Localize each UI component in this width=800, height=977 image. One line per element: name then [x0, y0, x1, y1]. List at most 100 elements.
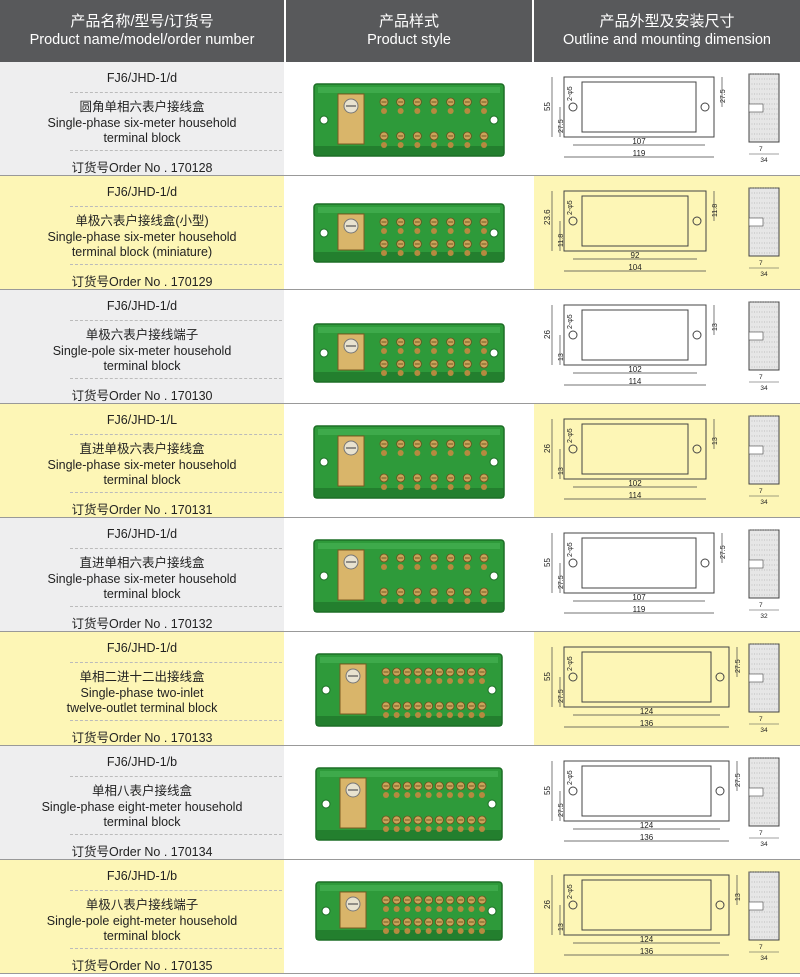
terminal-block-photo [313, 323, 505, 383]
side-view-drawing: 734 [748, 73, 780, 164]
dim-half-right-label: 27.5 [735, 659, 742, 673]
product-name-cn: 单极六表户接线盒(小型) [75, 214, 209, 228]
side-dim-b-label: 34 [760, 499, 768, 506]
product-image-cell [286, 746, 532, 860]
product-info-cell: FJ6/JHD-1/d 单极六表户接线盒(小型)Single-phase six-… [0, 176, 284, 290]
side-view-drawing: 734 [748, 415, 780, 506]
row-divider [70, 720, 282, 721]
dim-half-right-label: 27.5 [720, 545, 727, 559]
product-photo [313, 323, 505, 383]
side-view-drawing: 734 [748, 871, 780, 962]
product-name-en-line2: terminal block [103, 929, 181, 943]
product-model: FJ6/JHD-1/L [106, 413, 178, 427]
dim-height-label: 23.6 [543, 209, 552, 225]
dim-half-label: 11.8 [558, 234, 565, 247]
dim-hole-label: 2-φ5 [567, 542, 574, 557]
dim-half-label: 27.5 [558, 119, 565, 133]
side-dim-b-label: 32 [760, 613, 768, 620]
product-photo [315, 767, 503, 841]
side-dim-b-label: 34 [760, 955, 768, 962]
dim-inner-width-label: 124 [640, 821, 654, 830]
product-name-en-line1: Single-phase six-meter household [47, 115, 237, 130]
row-divider [70, 606, 282, 607]
product-photo [315, 881, 503, 941]
product-name-cn: 单相二进十二出接线盒 [79, 670, 205, 684]
row-divider [70, 834, 282, 835]
product-model: FJ6/JHD-1/d [106, 641, 178, 655]
dim-hole-label: 2-φ5 [567, 428, 574, 443]
column-header-dimensions: 产品外型及安装尺寸 Outline and mounting dimension [534, 0, 800, 62]
dim-inner-width-label: 102 [628, 479, 642, 488]
dim-half-label: 13 [558, 923, 565, 931]
header-en: Product name/model/order number [29, 32, 255, 48]
row-divider [70, 948, 282, 949]
table-row: FJ6/JHD-1/d 单极六表户接线盒(小型)Single-phase six-… [0, 176, 800, 290]
product-name-en-line1: Single-phase two-inlet [80, 685, 204, 700]
product-name-en-line1: Single-phase six-meter household [47, 229, 237, 244]
row-divider [70, 662, 282, 663]
order-number: 订货号Order No . 170130 [71, 389, 213, 403]
dim-half-right-label: 13 [712, 323, 719, 331]
dim-half-label: 27.5 [558, 689, 565, 703]
dim-height-label: 26 [543, 444, 552, 453]
side-dim-a-label: 7 [759, 830, 763, 837]
side-view-drawing: 734 [748, 757, 780, 848]
dim-outer-width-label: 114 [629, 377, 642, 386]
row-border [0, 517, 800, 518]
product-model: FJ6/JHD-1/d [106, 299, 178, 313]
row-divider [70, 548, 282, 549]
dim-inner-width-label: 107 [632, 137, 646, 146]
dim-height-label: 55 [543, 102, 552, 111]
header-cn: 产品外型及安装尺寸 [599, 13, 735, 30]
terminal-block-photo [313, 539, 505, 613]
order-number: 订货号Order No . 170129 [71, 275, 213, 289]
side-dim-a-label: 7 [759, 602, 763, 609]
product-name-en-line2: twelve-outlet terminal block [66, 701, 218, 715]
product-image-cell [286, 62, 532, 176]
dim-height-label: 26 [543, 330, 552, 339]
row-divider [70, 776, 282, 777]
product-description: 单极六表户接线盒(小型)Single-phase six-meter house… [0, 214, 284, 261]
dim-height-label: 55 [543, 558, 552, 567]
side-dim-a-label: 7 [759, 374, 763, 381]
product-model: FJ6/JHD-1/d [106, 185, 178, 199]
row-border [0, 745, 800, 746]
product-name-cn: 单相八表户接线盒 [91, 784, 192, 798]
dim-hole-label: 2-φ5 [567, 656, 574, 671]
terminal-block-photo [313, 83, 505, 157]
side-view-drawing: 734 [748, 187, 780, 278]
dim-outer-width-label: 119 [633, 149, 646, 158]
dim-half-right-label: 13 [712, 437, 719, 445]
dim-half-right-label: 11.8 [712, 204, 719, 217]
terminal-block-photo [313, 203, 505, 263]
dim-inner-width-label: 124 [640, 707, 654, 716]
terminal-block-photo [315, 767, 503, 841]
